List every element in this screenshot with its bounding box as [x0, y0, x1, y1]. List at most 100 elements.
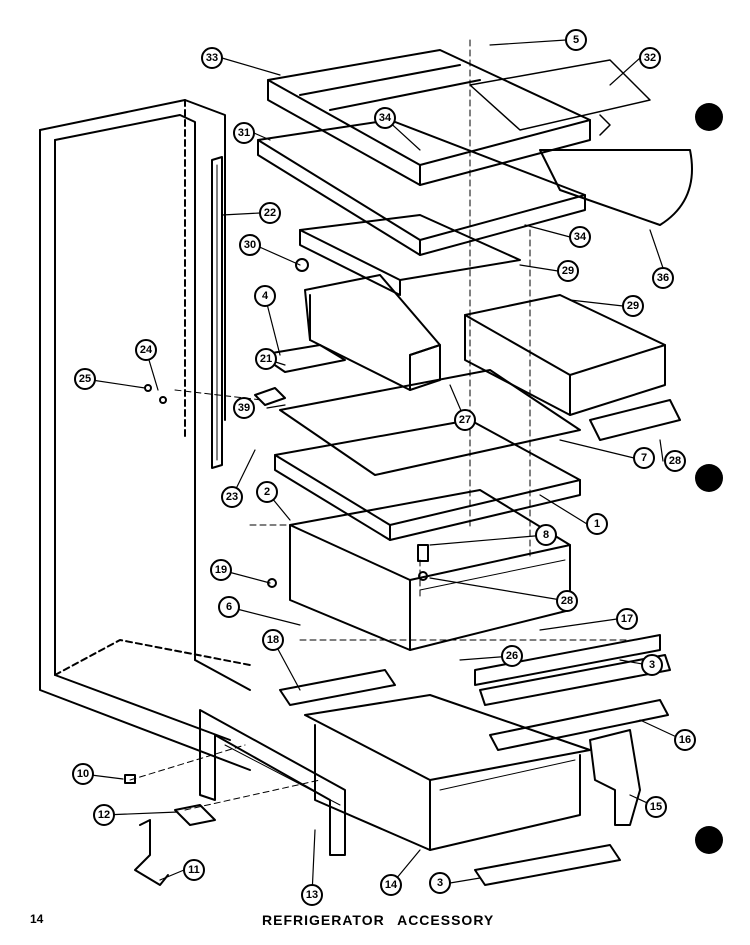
- callout-6: 6: [218, 596, 240, 618]
- callout-11: 11: [183, 859, 205, 881]
- callout-circle: [135, 339, 157, 361]
- callout-circle: [652, 267, 674, 289]
- rail-16-right: [489, 699, 669, 751]
- callout-23: 23: [221, 486, 243, 508]
- callout-12: 12: [93, 804, 115, 826]
- callout-circle: [183, 859, 205, 881]
- callout-32: 32: [639, 47, 661, 69]
- callout-27: 27: [454, 409, 476, 431]
- callout-circle: [569, 226, 591, 248]
- callout-28: 28: [556, 590, 578, 612]
- callout-29: 29: [557, 260, 579, 282]
- cabinet-liner: [39, 99, 251, 771]
- callout-circle: [565, 29, 587, 51]
- callout-circle: [501, 645, 523, 667]
- callout-number: 22: [264, 207, 276, 219]
- assembly-guide-lines: [129, 39, 641, 811]
- callout-19: 19: [210, 559, 232, 581]
- callout-number: 21: [260, 353, 272, 365]
- callout-number: 32: [644, 52, 656, 64]
- callout-circle: [262, 629, 284, 651]
- callout-circle: [535, 524, 557, 546]
- callout-number: 3: [437, 877, 443, 889]
- callout-circle: [454, 409, 476, 431]
- callout-circle: [674, 729, 696, 751]
- callout-number: 1: [594, 518, 600, 530]
- callout-circle: [201, 47, 223, 69]
- callout-number: 10: [77, 768, 89, 780]
- crisper-pan-14: [304, 694, 591, 851]
- callout-25: 25: [74, 368, 96, 390]
- divider-3-upper: [479, 654, 671, 706]
- callout-circle: [210, 559, 232, 581]
- callout-circle: [255, 348, 277, 370]
- callout-39: 39: [233, 397, 255, 419]
- bracket-12: [174, 804, 216, 826]
- callout-circle: [616, 608, 638, 630]
- callout-36: 36: [652, 267, 674, 289]
- callout-number: 3: [649, 659, 655, 671]
- callout-34: 34: [374, 107, 396, 129]
- callout-number: 16: [679, 734, 691, 746]
- callout-number: 29: [627, 300, 639, 312]
- shelf-rail: [211, 156, 223, 469]
- glass-shelf-31: [257, 119, 586, 256]
- top-shelf-frame: [267, 49, 591, 186]
- callout-circle: [301, 884, 323, 906]
- shelf-frame-34: [299, 214, 521, 296]
- callout-24: 24: [135, 339, 157, 361]
- slide-bracket-right: [589, 729, 641, 826]
- callout-3: 3: [641, 654, 663, 676]
- callout-number: 5: [573, 34, 579, 46]
- callout-16: 16: [674, 729, 696, 751]
- callout-number: 2: [264, 486, 270, 498]
- callout-circle: [429, 872, 451, 894]
- callout-number: 4: [262, 290, 269, 302]
- callout-circle: [256, 481, 278, 503]
- callout-circle: [233, 397, 255, 419]
- crisper-cover-32: [469, 59, 651, 131]
- callout-circle: [93, 804, 115, 826]
- callout-number: 27: [459, 414, 471, 426]
- callout-number: 24: [140, 344, 153, 356]
- shelf-support-4: [259, 344, 346, 373]
- callout-17: 17: [616, 608, 638, 630]
- shelf-frame-1: [274, 419, 581, 541]
- callout-number: 39: [238, 402, 250, 414]
- callout-circle: [221, 486, 243, 508]
- callout-circle: [374, 107, 396, 129]
- callout-number: 6: [226, 601, 232, 613]
- callout-circle: [586, 513, 608, 535]
- callout-2: 2: [256, 481, 278, 503]
- callout-circle: [556, 590, 578, 612]
- callout-number: 34: [379, 112, 392, 124]
- rail-16-left: [279, 669, 396, 706]
- callout-circle: [72, 763, 94, 785]
- callout-number: 19: [215, 564, 227, 576]
- page-number: 14: [30, 912, 44, 926]
- callout-8: 8: [535, 524, 557, 546]
- callout-18: 18: [262, 629, 284, 651]
- callout-number: 33: [206, 52, 218, 64]
- divider-17: [474, 634, 661, 686]
- callout-33: 33: [201, 47, 223, 69]
- callout-number: 36: [657, 272, 669, 284]
- callout-number: 7: [641, 452, 647, 464]
- callout-31: 31: [233, 122, 255, 144]
- callout-30: 30: [239, 234, 261, 256]
- callout-circle: [633, 447, 655, 469]
- callout-number: 8: [543, 529, 549, 541]
- callout-number: 23: [226, 491, 238, 503]
- callout-circle: [380, 874, 402, 896]
- crisper-pan-2: [289, 489, 571, 651]
- callout-number: 29: [562, 265, 574, 277]
- callout-circle: [622, 295, 644, 317]
- callout-number: 28: [561, 595, 573, 607]
- bracket-39: [254, 387, 286, 406]
- callout-number: 12: [98, 809, 110, 821]
- callout-circle: [259, 202, 281, 224]
- callout-number: 34: [574, 231, 587, 243]
- callout-5: 5: [565, 29, 587, 51]
- callout-circle: [645, 796, 667, 818]
